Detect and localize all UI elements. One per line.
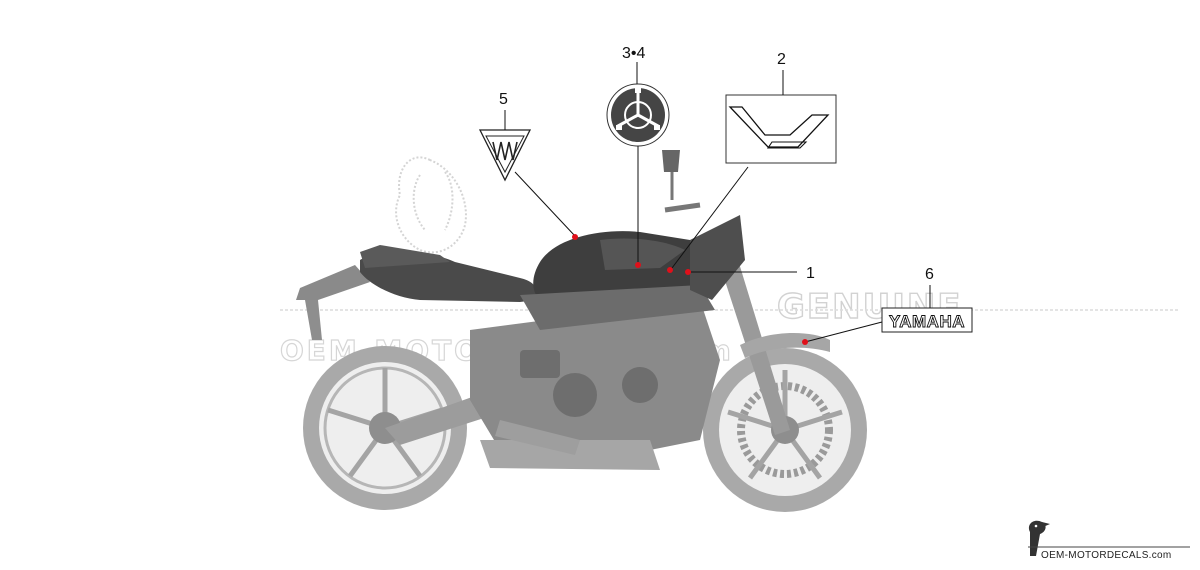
marker-dot-6 xyxy=(802,339,808,345)
marker-dots xyxy=(572,234,808,345)
footer-brand-text: OEM-MOTORDECALS.com xyxy=(1041,550,1172,561)
leader-line-6b xyxy=(804,321,883,343)
marker-dot-3-4 xyxy=(635,262,641,268)
leader-lines xyxy=(504,62,931,343)
callout-6: 6 xyxy=(925,266,934,283)
yamaha-logo-text: YAMAHA xyxy=(889,312,965,331)
marker-dot-5 xyxy=(572,234,578,240)
callout-5: 5 xyxy=(499,91,508,108)
motorcycle-illustration xyxy=(296,150,867,512)
leader-line-5b xyxy=(514,171,576,237)
mt-emblem-illustration xyxy=(478,129,532,182)
yamaha-logo-decal-illustration: YAMAHA xyxy=(881,307,973,333)
leader-line-2b xyxy=(671,166,749,269)
callout-1: 1 xyxy=(806,265,815,282)
callout-labels: 1 2 3•4 5 6 xyxy=(499,45,934,283)
callout-2: 2 xyxy=(777,51,786,68)
tuning-fork-emblem-illustration xyxy=(606,83,670,147)
footer-brand: OEM-MOTORDECALS.com xyxy=(1028,520,1190,561)
watermark-crest xyxy=(395,156,467,254)
callout-3-4: 3•4 xyxy=(622,45,646,62)
marker-dot-2 xyxy=(667,267,673,273)
marker-dot-1 xyxy=(685,269,691,275)
decal-2-illustration xyxy=(725,94,837,164)
